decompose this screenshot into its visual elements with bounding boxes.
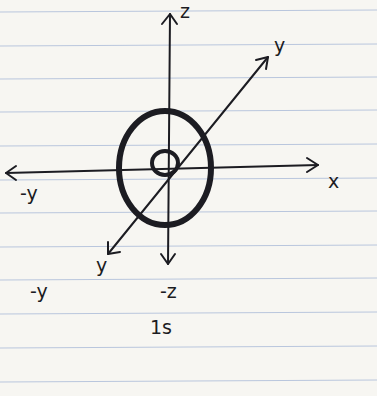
axes <box>6 14 318 264</box>
axis-label: -y <box>30 282 48 301</box>
axis-label: -z <box>160 282 177 301</box>
axis-label: z <box>180 2 190 21</box>
paper-lines <box>0 10 377 382</box>
axis-label: x <box>328 172 339 191</box>
orbital-label: 1s <box>150 318 172 337</box>
axis-label: -y <box>20 184 38 203</box>
axis-label: y <box>96 256 107 275</box>
axis-label: y <box>274 36 285 55</box>
